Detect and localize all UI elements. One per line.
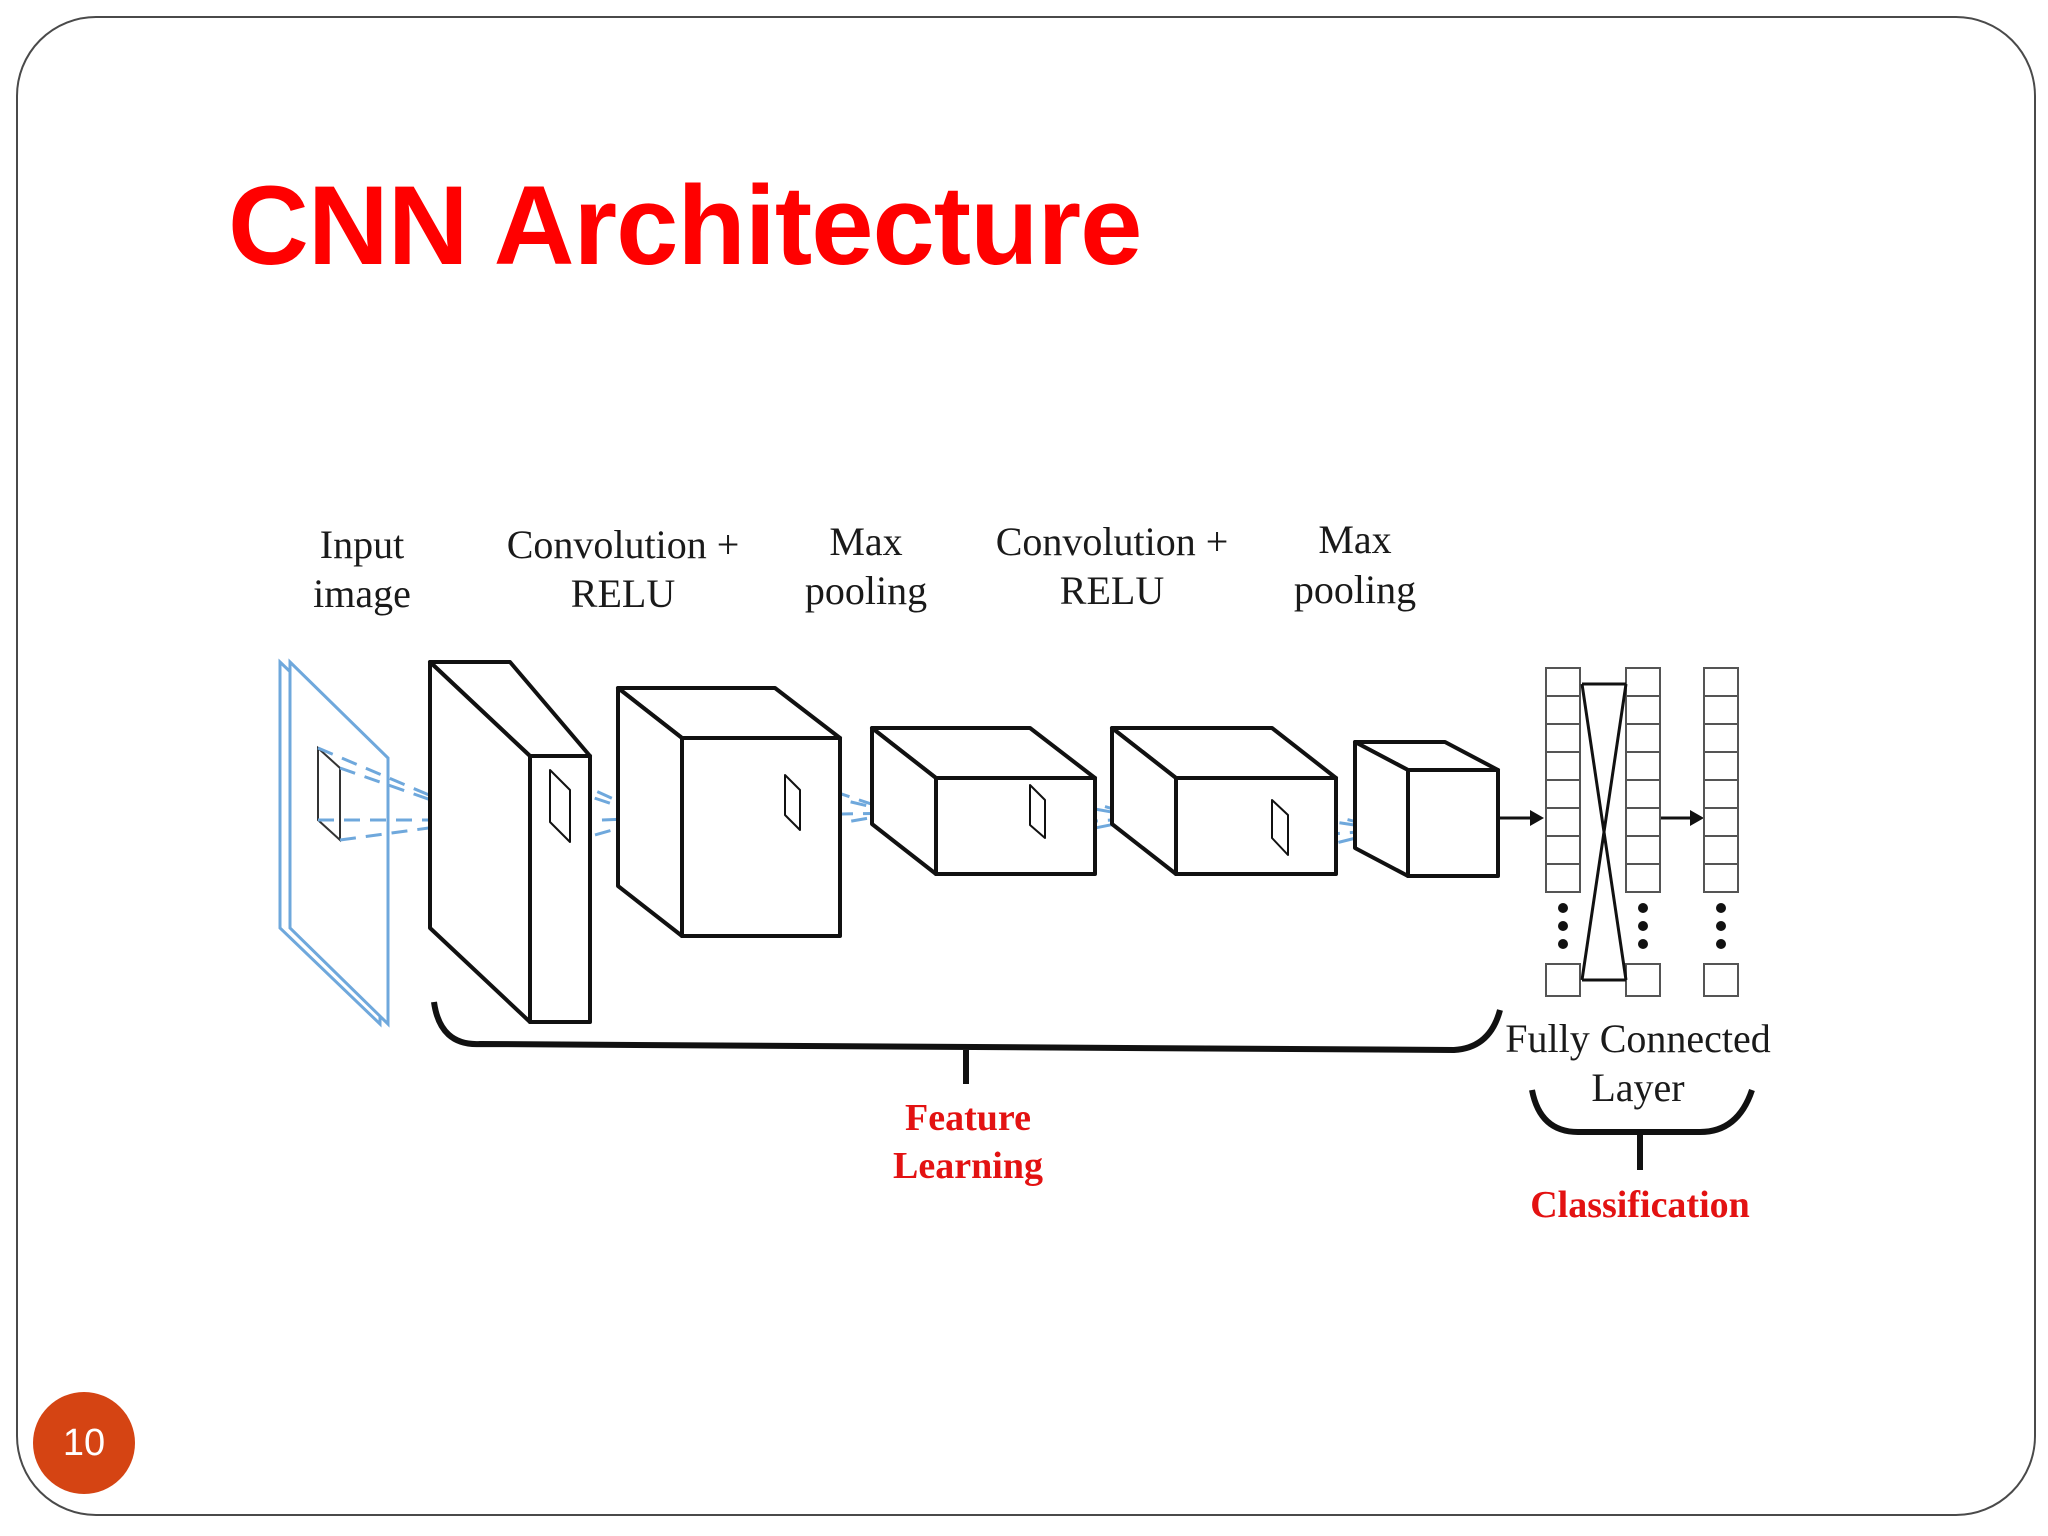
svg-text:pooling: pooling [805, 568, 927, 613]
classification-brace [1529, 1089, 1755, 1170]
max-pooling-block-1 [870, 726, 1097, 876]
svg-text:Convolution +: Convolution + [507, 522, 740, 567]
input-image-plane [278, 658, 390, 1028]
fc-column-1 [1545, 667, 1581, 997]
svg-text:RELU: RELU [1060, 568, 1165, 613]
svg-text:Learning: Learning [893, 1145, 1043, 1187]
svg-text:image: image [313, 571, 411, 616]
feature-learning-brace [431, 1001, 1503, 1084]
max-pooling-block-2 [1353, 740, 1500, 878]
svg-text:Max: Max [829, 519, 902, 564]
page-number-badge: 10 [33, 1392, 135, 1494]
fc-column-2 [1625, 667, 1661, 997]
fc-connections [1580, 682, 1628, 982]
classification-label: Classification [1530, 1184, 1750, 1226]
output-arrow [1658, 810, 1704, 826]
stage-label-input-image: Input image [313, 522, 411, 616]
conv-relu-block-2 [616, 686, 842, 938]
conv-relu-block-1 [428, 660, 592, 1024]
svg-text:RELU: RELU [571, 571, 676, 616]
fc-column-3 [1703, 667, 1739, 997]
fc-layer-label: Fully Connected Layer [1505, 1016, 1771, 1110]
conv-relu-block-3 [1110, 726, 1338, 876]
stage-label-convolution-relu-2: Convolution + RELU [996, 519, 1229, 613]
svg-text:Convolution +: Convolution + [996, 519, 1229, 564]
slide-title: CNN Architecture [228, 163, 1142, 288]
stage-label-max-pooling-2: Max pooling [1294, 517, 1416, 612]
fc-ellipsis-dots [1558, 903, 1726, 949]
flatten-arrow [1500, 810, 1544, 826]
feature-learning-label: Feature Learning [893, 1097, 1043, 1187]
svg-text:Max: Max [1318, 517, 1391, 562]
stage-label-convolution-relu-1: Convolution + RELU [507, 522, 740, 616]
svg-text:Layer: Layer [1591, 1065, 1684, 1110]
stage-label-max-pooling-1: Max pooling [805, 519, 927, 613]
svg-text:Fully Connected: Fully Connected [1505, 1016, 1771, 1061]
svg-text:Input: Input [320, 522, 404, 567]
svg-text:pooling: pooling [1294, 567, 1416, 612]
svg-text:Feature: Feature [905, 1097, 1031, 1139]
